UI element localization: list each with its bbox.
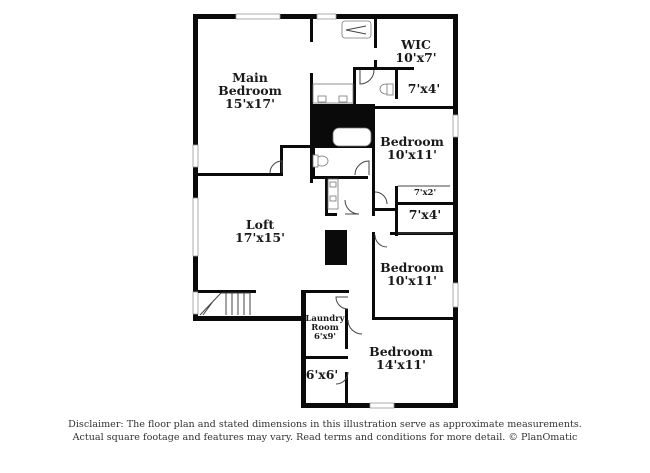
disclaimer-line-2: Actual square footage and features may v… xyxy=(72,432,578,443)
room-dimensions: 7'x4' xyxy=(407,81,441,96)
room-dimensions: 6'x9' xyxy=(313,331,337,342)
room-label-closet-6x6: 6'x6' xyxy=(306,368,339,381)
room-name: Laundry xyxy=(305,314,345,324)
room-label-loft: Loft 17'x15' xyxy=(235,218,285,244)
room-dimensions: 17'x15' xyxy=(235,230,285,246)
room-dimensions: 7'x4' xyxy=(408,207,442,222)
room-dimensions: 10'x11' xyxy=(387,273,437,289)
room-label-main-bedroom: Main Bedroom 15'x17' xyxy=(218,70,282,112)
room-name: Bedroom xyxy=(380,260,444,275)
room-dimensions: 14'x11' xyxy=(376,357,426,373)
room-label-laundry-room: Laundry Room 6'x9' xyxy=(305,315,344,342)
fixtures xyxy=(199,20,394,316)
room-name: Main xyxy=(232,70,268,85)
room-label-closet-7x4-mid: 7'x4' xyxy=(409,208,442,221)
room-label-wic: WIC 10'x7' xyxy=(395,38,436,64)
doors xyxy=(269,69,450,385)
room-dimensions: 10'x11' xyxy=(387,147,437,163)
room-name: Loft xyxy=(245,217,275,232)
sink-icon xyxy=(329,181,337,188)
sink-icon xyxy=(338,95,348,103)
room-name: Room xyxy=(311,322,339,333)
room-dimensions: 10'x7' xyxy=(395,50,437,66)
windows xyxy=(192,13,459,409)
room-dimensions: 15'x17' xyxy=(225,96,275,112)
room-dimensions: 6'x6' xyxy=(305,367,339,382)
interior-walls xyxy=(193,19,458,403)
room-name: Bedroom xyxy=(380,134,444,149)
sink-icon xyxy=(329,195,337,202)
room-label-bedroom-1: Bedroom 10'x11' xyxy=(380,135,444,161)
room-label-bedroom-2: Bedroom 10'x11' xyxy=(380,261,444,287)
room-name: Bedroom xyxy=(218,83,282,99)
room-label-closet-7x2: 7'x2' xyxy=(414,189,436,198)
room-label-bedroom-3: Bedroom 14'x11' xyxy=(369,345,433,371)
room-name: WIC xyxy=(401,37,431,52)
room-dimensions: 7'x2' xyxy=(413,188,437,198)
disclaimer-line-1: Disclaimer: The floor plan and stated di… xyxy=(68,419,582,430)
sink-icon xyxy=(317,95,327,103)
room-name: Bedroom xyxy=(369,344,433,359)
room-label-closet-7x4-top: 7'x4' xyxy=(408,82,441,95)
staircase xyxy=(199,292,251,316)
bathtub-icon xyxy=(332,127,372,147)
